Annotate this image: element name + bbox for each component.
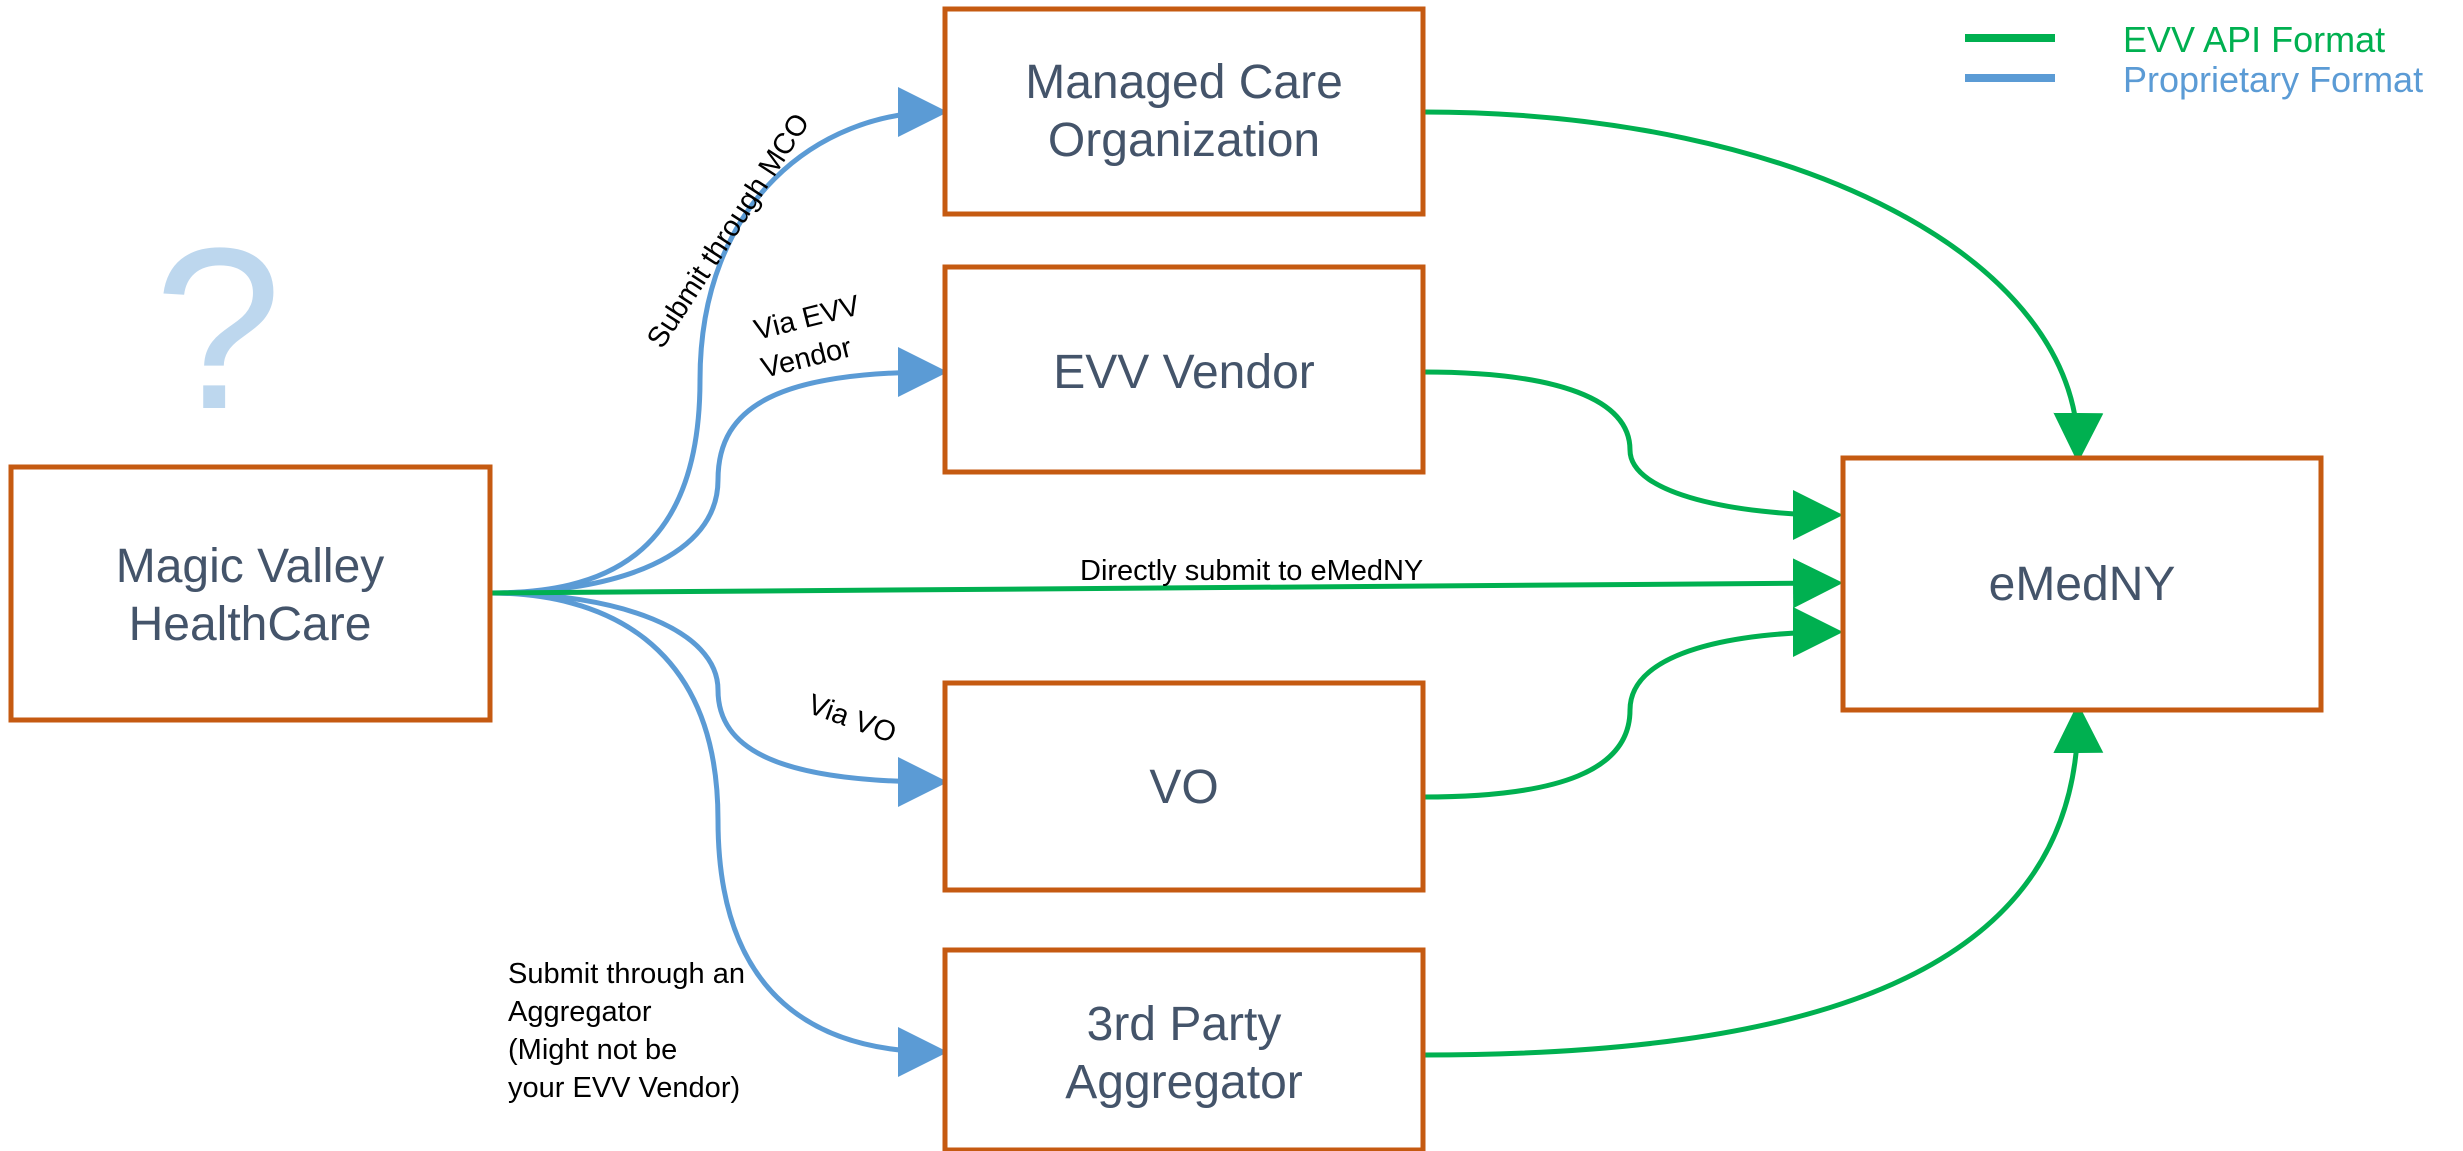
node-vo: VO (942, 680, 1426, 893)
legend-proprietary-label: Proprietary Format (2123, 59, 2423, 100)
label-aggregator-line2: Aggregator (508, 996, 652, 1028)
node-provider-line1: Magic Valley (116, 540, 385, 593)
label-aggregator-line3: (Might not be (508, 1034, 677, 1066)
node-evv-vendor: EVV Vendor (942, 264, 1426, 475)
path-mco-to-emedny (1422, 109, 2104, 463)
node-mco-line2: Organization (1048, 114, 1320, 167)
path-provider-to-mco (489, 87, 948, 596)
node-aggregator: 3rd Party Aggregator (942, 947, 1426, 1151)
path-evv-vendor-to-emedny (1422, 369, 1843, 540)
node-aggregator-line2: Aggregator (1065, 1056, 1303, 1109)
path-provider-to-evv-vendor (489, 347, 948, 596)
node-emedny-line1: eMedNY (1989, 558, 2176, 611)
evv-api-paths (489, 109, 2104, 1058)
label-aggregator-line4: your EVV Vendor) (508, 1072, 740, 1104)
path-provider-to-aggregator (489, 590, 948, 1077)
node-emedny: eMedNY (1840, 455, 2324, 713)
node-mco: Managed Care Organization (942, 6, 1426, 217)
legend: EVV API Format Proprietary Format (1965, 19, 2423, 100)
path-aggregator-to-emedny (1422, 703, 2104, 1058)
node-provider: Magic Valley HealthCare (8, 464, 493, 723)
label-directly-submit: Directly submit to eMedNY (1080, 555, 1423, 587)
path-vo-to-emedny (1422, 607, 1843, 800)
legend-evv-api-label: EVV API Format (2123, 19, 2385, 60)
node-provider-line2: HealthCare (129, 598, 372, 651)
question-mark-icon: ? (154, 200, 282, 457)
proprietary-paths (489, 87, 948, 1077)
node-evv-vendor-line1: EVV Vendor (1053, 346, 1315, 399)
label-via-vo: Via VO (804, 689, 901, 750)
node-vo-line1: VO (1149, 761, 1218, 814)
node-mco-line1: Managed Care (1025, 56, 1343, 109)
label-aggregator-line1: Submit through an (508, 958, 745, 990)
path-provider-to-emedny (489, 558, 1843, 609)
path-provider-to-vo (489, 590, 948, 807)
node-aggregator-line1: 3rd Party (1087, 998, 1282, 1051)
